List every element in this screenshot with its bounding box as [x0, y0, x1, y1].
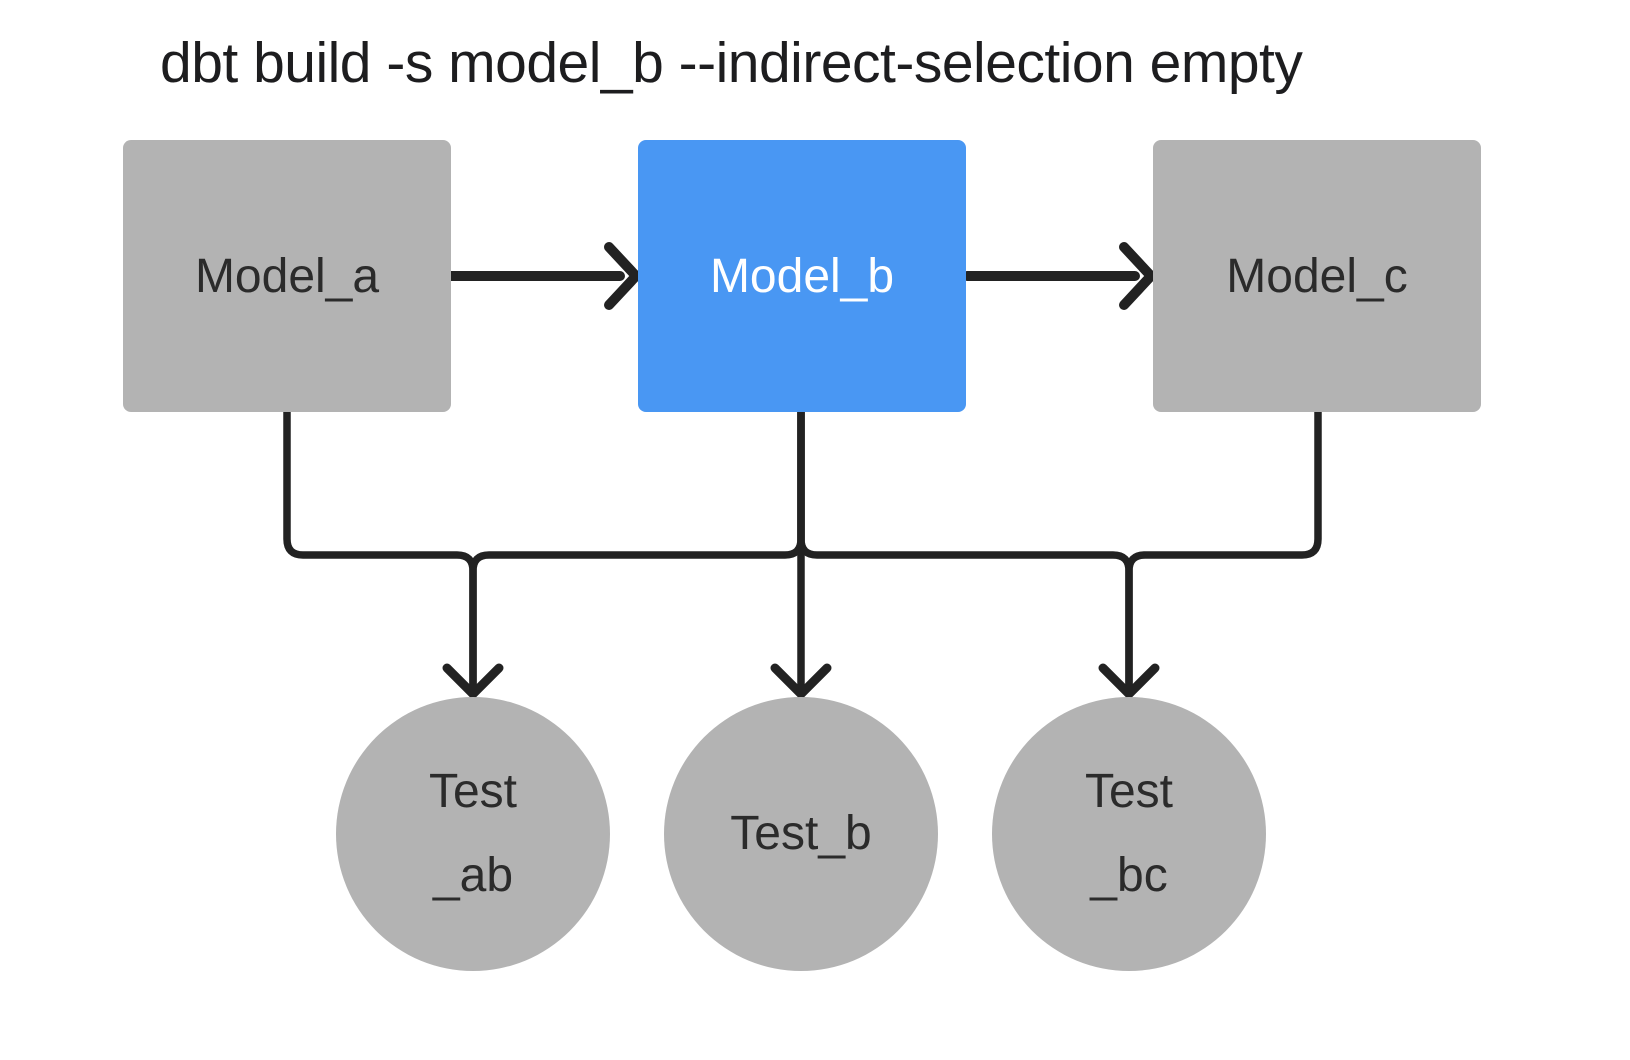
node-model-c: Model_c [1153, 140, 1481, 412]
node-test-bc-label-line2: _bc [1090, 849, 1168, 902]
node-test-ab: Test _ab [336, 697, 610, 971]
node-test-bc: Test _bc [992, 697, 1266, 971]
node-test-bc-label-line1: Test [1084, 765, 1174, 818]
arrowhead-model-b-to-model-c [1119, 242, 1156, 310]
node-model-b-label: Model_b [709, 249, 895, 303]
node-test-ab-label-line2: _ab [432, 849, 514, 902]
node-model-b: Model_b [638, 140, 966, 412]
node-test-b: Test_b [664, 697, 938, 971]
node-model-a: Model_a [123, 140, 451, 412]
edge-model-c-to-test-bc [1125, 408, 1322, 695]
edge-model-b-to-test-ab [469, 408, 805, 695]
diagram-title: dbt build -s model_b --indirect-selectio… [160, 31, 1303, 95]
edge-model-a-to-test-ab [283, 408, 477, 695]
arrowhead-test-b [770, 663, 832, 699]
arrowhead-test-bc [1098, 663, 1160, 699]
node-test-b-label-line1: Test_b [730, 807, 872, 860]
arrowhead-model-a-to-model-b [604, 242, 641, 310]
node-model-c-label: Model_c [1226, 249, 1408, 303]
node-model-a-label: Model_a [194, 249, 380, 303]
edge-model-b-to-test-bc [797, 408, 1133, 695]
node-test-ab-label-line1: Test [428, 765, 518, 818]
arrowhead-test-ab [442, 663, 504, 699]
